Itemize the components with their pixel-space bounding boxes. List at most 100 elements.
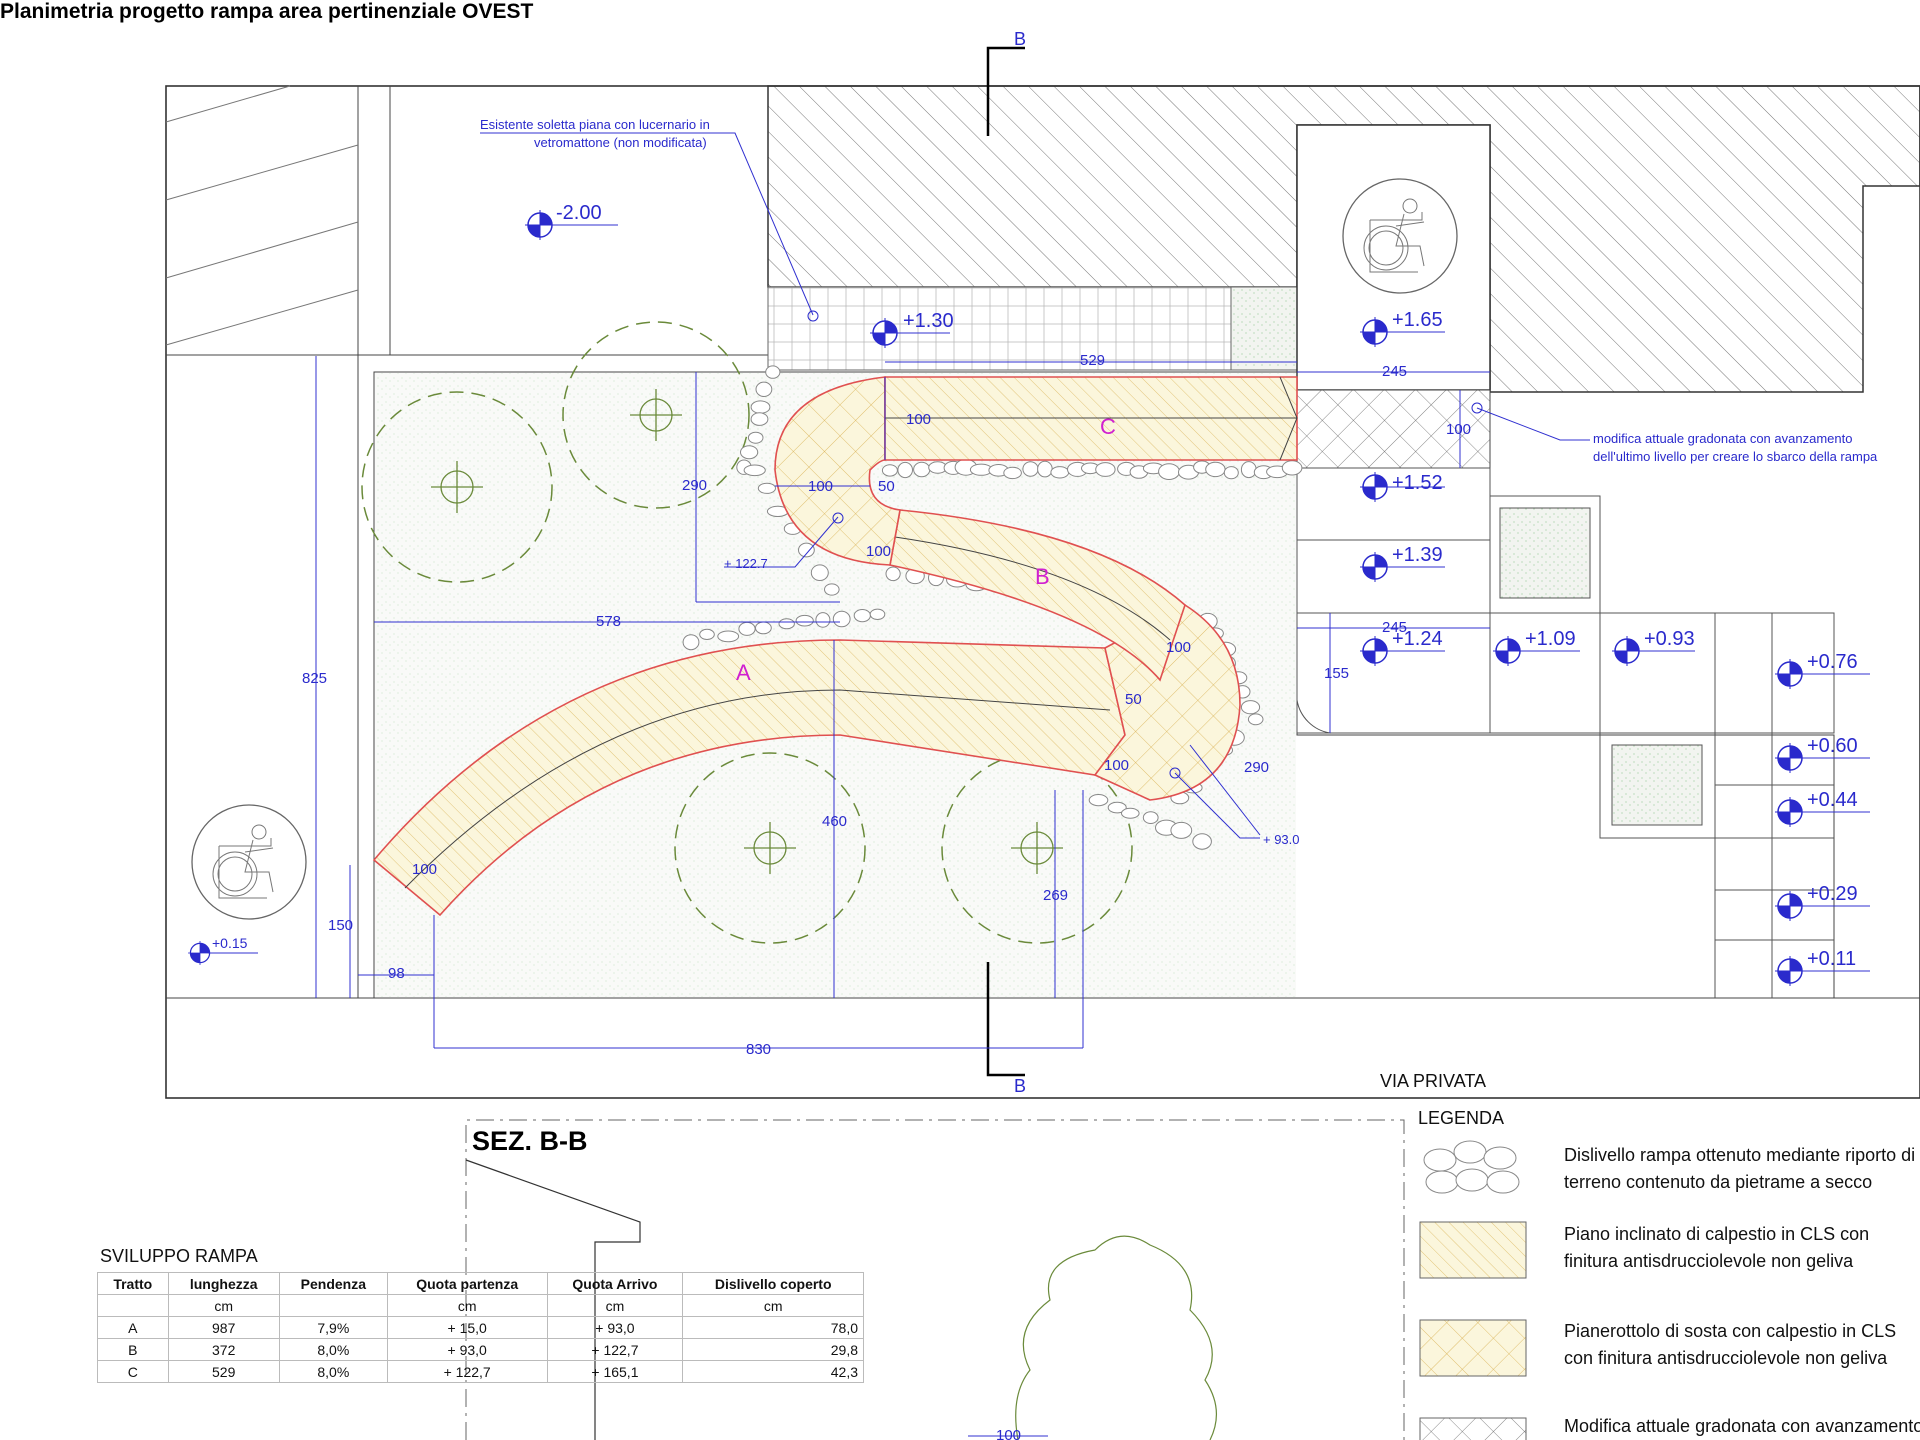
stone bbox=[1037, 460, 1053, 478]
table-cell: B bbox=[97, 1338, 169, 1361]
legend-stone bbox=[1455, 1168, 1489, 1192]
dim-150: 150 bbox=[328, 917, 353, 934]
annotation-modifica-line2: dell'ultimo livello per creare lo sbarco… bbox=[1593, 449, 1878, 464]
sviluppo-title: SVILUPPO RAMPA bbox=[100, 1246, 258, 1266]
dim-100-e: 100 bbox=[412, 861, 437, 878]
level-m200: -2.00 bbox=[556, 202, 602, 224]
stone bbox=[747, 431, 764, 444]
page-title: Planimetria progetto rampa area pertinen… bbox=[0, 0, 534, 23]
stone bbox=[1050, 466, 1070, 479]
legend-stone bbox=[1453, 1140, 1487, 1164]
ramp-label-b: B bbox=[1035, 564, 1050, 589]
spot-930: + 93.0 bbox=[1263, 832, 1300, 847]
legend-stone bbox=[1423, 1148, 1457, 1172]
unit-cell bbox=[278, 1294, 388, 1317]
legend-line: Pianerottolo di sosta con calpestio in C… bbox=[1564, 1321, 1897, 1341]
landing-bc bbox=[774, 376, 901, 566]
dim-290-right: 290 bbox=[1244, 759, 1269, 776]
table-cell: 8,0% bbox=[278, 1338, 388, 1361]
stone bbox=[832, 610, 851, 628]
col-header: Tratto bbox=[97, 1272, 169, 1295]
legend-line: Modifica attuale gradonata con avanzamen… bbox=[1564, 1416, 1920, 1436]
table-cell: + 15,0 bbox=[386, 1316, 548, 1339]
stone bbox=[798, 542, 815, 558]
table-cell: A bbox=[97, 1316, 169, 1339]
dim-100-side: 100 bbox=[1446, 421, 1471, 438]
sviluppo-table-container: Tratto lunghezza Pendenza Quota partenza… bbox=[97, 1272, 864, 1383]
dim-290-left: 290 bbox=[682, 477, 707, 494]
dim-98: 98 bbox=[388, 965, 405, 982]
level-markers: -2.00 +1.30 +1.65 +1.52 +1.39 +1.24 +1.0… bbox=[187, 202, 1870, 987]
legend-stone-swatch bbox=[1423, 1140, 1520, 1194]
ramp-b bbox=[889, 509, 1186, 682]
street-label: VIA PRIVATA bbox=[1380, 1071, 1486, 1091]
col-header: Dislivello coperto bbox=[682, 1272, 864, 1295]
stone bbox=[869, 608, 886, 620]
dim-100-mid: 100 bbox=[808, 478, 833, 495]
stone bbox=[1003, 466, 1022, 480]
level-124: +1.24 bbox=[1392, 628, 1443, 650]
stone bbox=[1192, 833, 1212, 850]
stone bbox=[853, 609, 871, 623]
stone bbox=[1240, 461, 1257, 479]
stone bbox=[1088, 794, 1109, 807]
table-header-row: Tratto lunghezza Pendenza Quota partenza… bbox=[97, 1272, 864, 1295]
level-044: +0.44 bbox=[1807, 789, 1858, 811]
legend-swatches bbox=[1419, 1140, 1527, 1440]
stone bbox=[815, 612, 831, 628]
dim-100-b: 100 bbox=[866, 543, 891, 560]
legend-landing-swatch bbox=[1419, 1319, 1527, 1377]
stone bbox=[1205, 461, 1226, 478]
legend-line: con finitura antisdrucciolevole non geli… bbox=[1564, 1348, 1888, 1368]
section-marker-top: B bbox=[1014, 29, 1026, 49]
stone bbox=[755, 381, 773, 397]
dim-529: 529 bbox=[1080, 352, 1105, 369]
stone bbox=[717, 630, 740, 643]
dim-825: 825 bbox=[302, 670, 327, 687]
legend-stone bbox=[1425, 1170, 1459, 1194]
legend-line: Piano inclinato di calpestio in CLS con bbox=[1564, 1224, 1870, 1244]
level-015: +0.15 bbox=[212, 935, 248, 951]
dimension-lines: 529 245 100 100 290 100 50 100 578 245 1… bbox=[302, 352, 1490, 1058]
stone bbox=[1095, 462, 1116, 477]
ramp-label-c: C bbox=[1100, 414, 1116, 439]
table-cell: + 122,7 bbox=[546, 1338, 684, 1361]
legend-line: Dislivello rampa ottenuto mediante ripor… bbox=[1564, 1145, 1916, 1165]
unit-cell: cm bbox=[546, 1294, 684, 1317]
table-cell: 8,0% bbox=[278, 1360, 388, 1383]
dim-245-bottom: 245 bbox=[1382, 619, 1407, 636]
legend-item-landing: Pianerottolo di sosta con calpestio in C… bbox=[1564, 1318, 1920, 1372]
table-cell: 529 bbox=[167, 1360, 280, 1383]
unit-cell: cm bbox=[682, 1294, 864, 1317]
dim-155: 155 bbox=[1324, 665, 1349, 682]
table-row: A 987 7,9% + 15,0 + 93,0 78,0 bbox=[97, 1316, 864, 1339]
col-header: Quota partenza bbox=[386, 1272, 548, 1295]
annotation-soletta-line2: vetromattone (non modificata) bbox=[534, 135, 707, 150]
wheelchair-icon-top bbox=[1342, 178, 1458, 294]
stone bbox=[1158, 463, 1180, 481]
level-109: +1.09 bbox=[1525, 628, 1576, 650]
legend-title: LEGENDA bbox=[1418, 1108, 1505, 1128]
unit-cell: cm bbox=[167, 1294, 280, 1317]
dim-830: 830 bbox=[746, 1041, 771, 1058]
stone bbox=[757, 482, 777, 494]
table-row: C 529 8,0% + 122,7 + 165,1 42,3 bbox=[97, 1360, 864, 1383]
table-cell: 42,3 bbox=[682, 1360, 864, 1383]
annotation-modifica-line1: modifica attuale gradonata con avanzamen… bbox=[1593, 431, 1852, 446]
stone bbox=[1247, 713, 1264, 726]
section-line-bb bbox=[986, 46, 1025, 1077]
dim-578: 578 bbox=[596, 613, 621, 630]
level-152: +1.52 bbox=[1392, 472, 1443, 494]
stone bbox=[1022, 461, 1039, 477]
stone bbox=[1142, 811, 1159, 824]
dim-269: 269 bbox=[1043, 887, 1068, 904]
stone bbox=[765, 365, 781, 379]
level-139: +1.39 bbox=[1392, 544, 1443, 566]
stone bbox=[778, 618, 795, 630]
unit-cell: cm bbox=[386, 1294, 548, 1317]
legend-modification-swatch bbox=[1419, 1417, 1527, 1440]
dim-100-d: 100 bbox=[1104, 757, 1129, 774]
legend-line: terreno contenuto da pietrame a secco bbox=[1564, 1172, 1873, 1192]
existing-stairs bbox=[1296, 467, 1835, 998]
dim-460: 460 bbox=[822, 813, 847, 830]
